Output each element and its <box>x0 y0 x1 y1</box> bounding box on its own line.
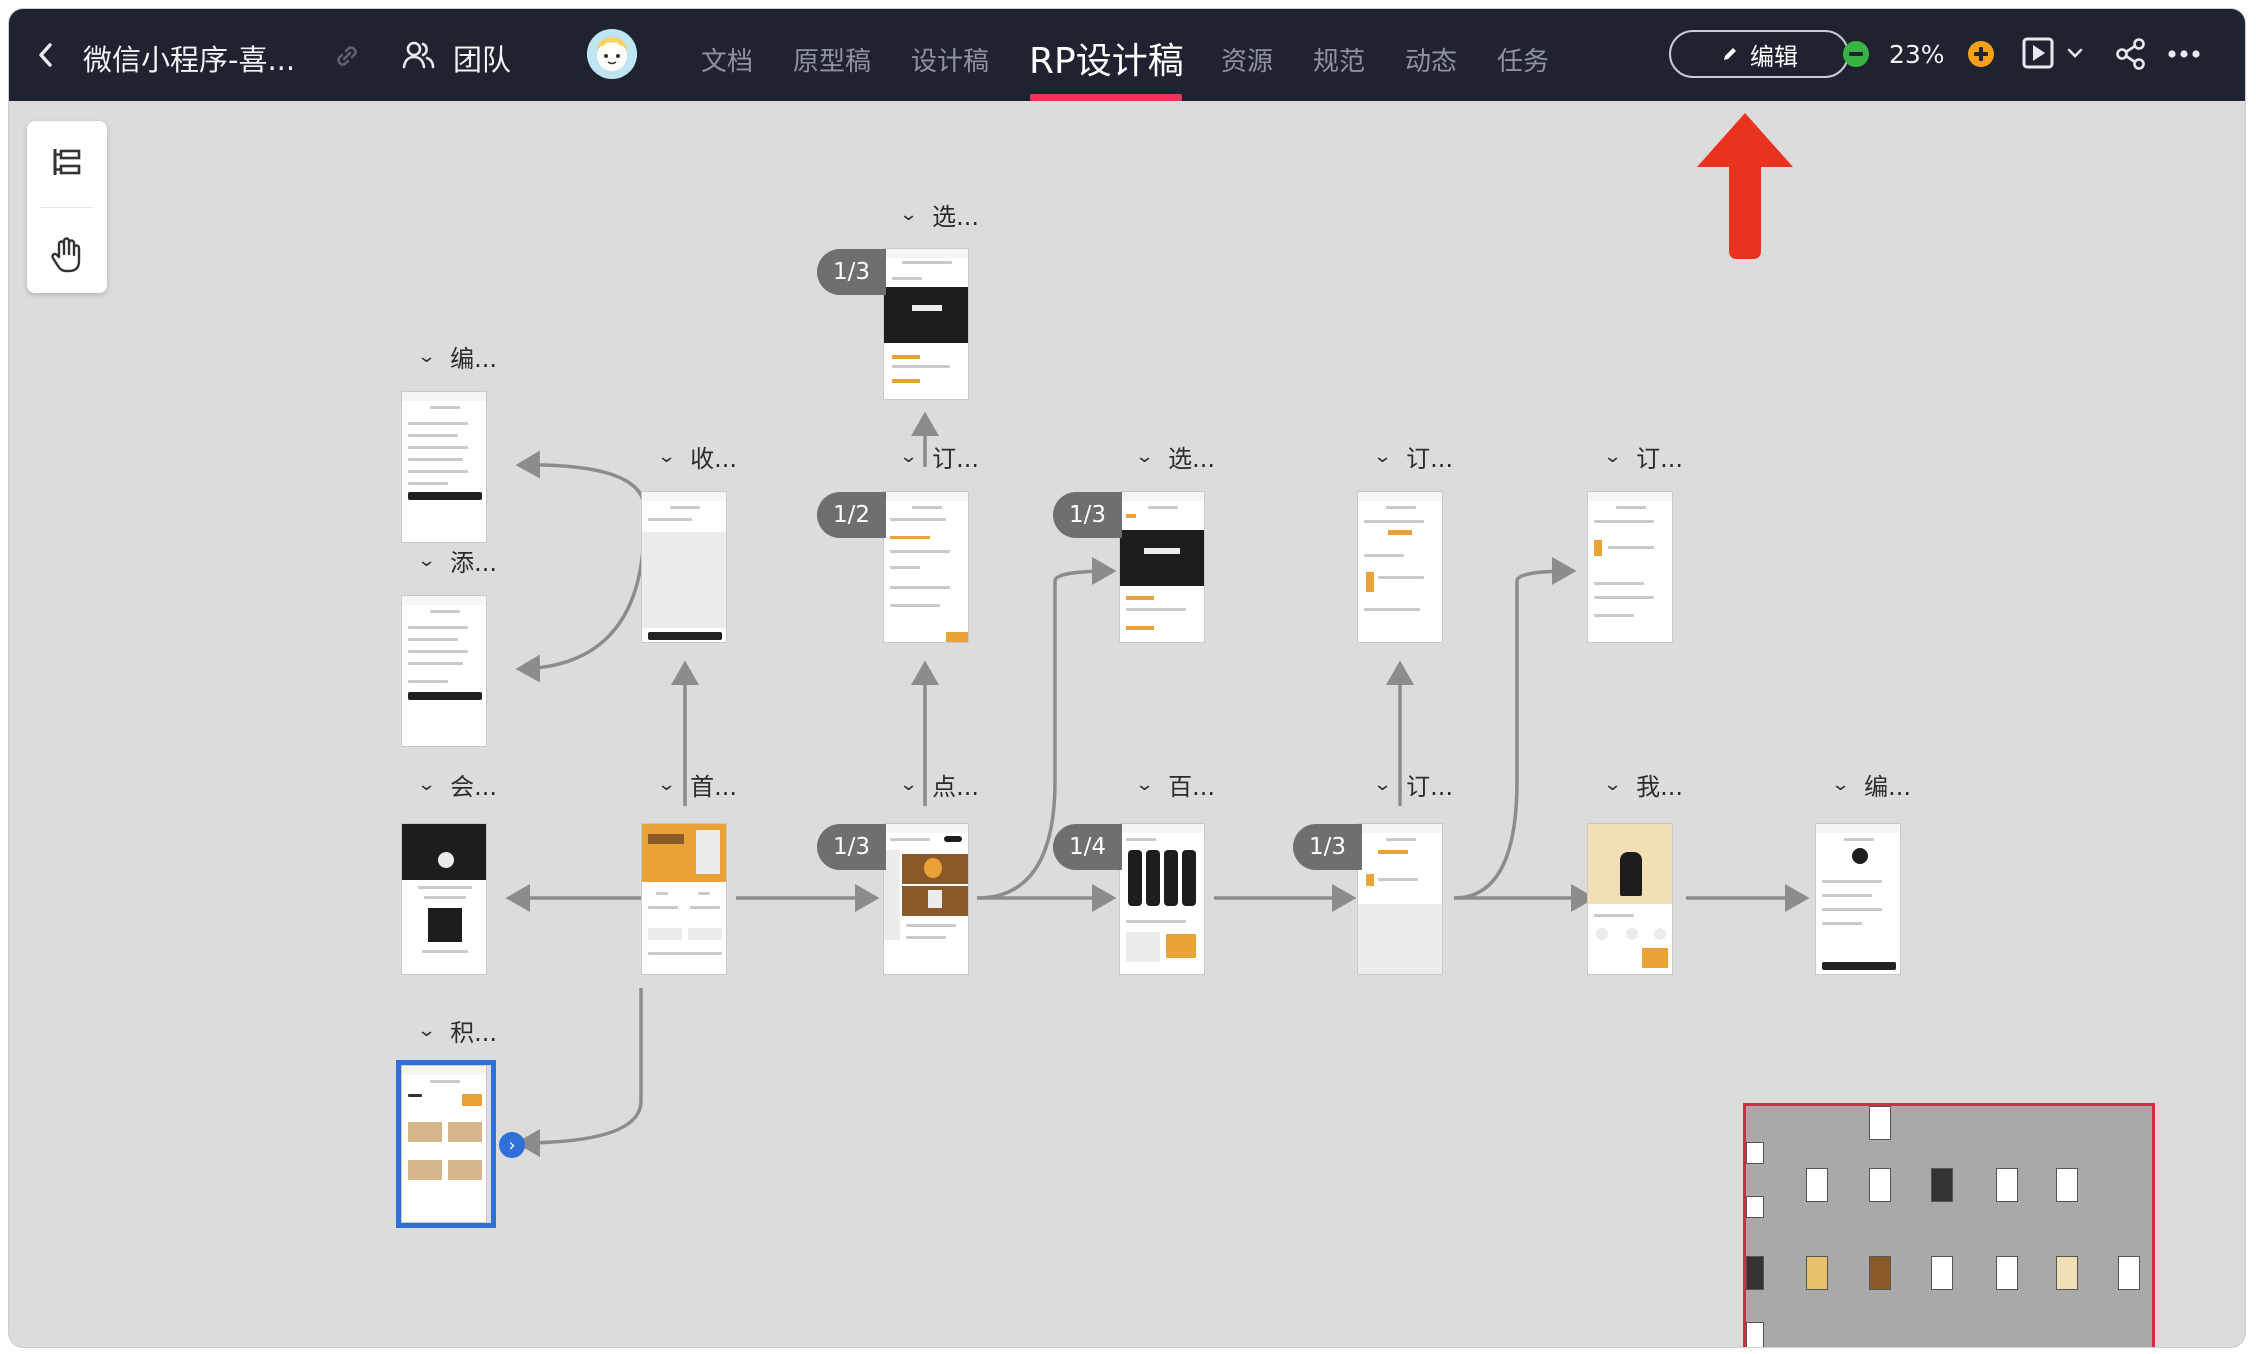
screen-thumbnail[interactable] <box>641 823 727 975</box>
screen-thumbnail[interactable] <box>883 491 969 643</box>
team-label[interactable]: 团队 <box>453 43 512 77</box>
screen-label[interactable]: ⌄会... <box>416 773 497 801</box>
plus-circle-icon[interactable] <box>1966 39 1996 69</box>
screen-label[interactable]: ⌄编... <box>416 345 497 373</box>
screen-label[interactable]: ⌄收... <box>656 445 737 473</box>
tab-design[interactable]: 设计稿 <box>911 47 990 77</box>
screen-thumbnail[interactable] <box>1587 823 1673 975</box>
link-icon[interactable] <box>332 41 362 71</box>
chevron-left-icon[interactable] <box>35 41 57 69</box>
page-badge: 1/3 <box>817 824 887 870</box>
screen-thumbnail[interactable] <box>883 823 969 975</box>
page-badge: 1/2 <box>817 492 887 538</box>
play-icon[interactable] <box>2021 36 2055 70</box>
avatar[interactable] <box>587 29 637 79</box>
hand-icon[interactable] <box>49 235 85 275</box>
selected-screen-frame <box>396 1060 496 1228</box>
app-window: 微信小程序-喜... 团队 文档 原型稿 设计稿 RP设计稿 资源 <box>9 9 2245 1347</box>
page-badge: 1/3 <box>1053 492 1123 538</box>
tab-prototype[interactable]: 原型稿 <box>793 47 872 77</box>
tab-resources[interactable]: 资源 <box>1221 47 1274 77</box>
zoom-level: 23% <box>1889 40 1945 69</box>
screen-thumbnail[interactable] <box>1357 823 1443 975</box>
screen-label[interactable]: ⌄订... <box>1372 773 1453 801</box>
screen-label[interactable]: ⌄编... <box>1830 773 1911 801</box>
screen-thumbnail[interactable] <box>401 595 487 747</box>
screen-label[interactable]: ⌄选... <box>1134 445 1215 473</box>
tab-docs[interactable]: 文档 <box>701 47 754 77</box>
chevron-down-icon[interactable] <box>2067 47 2083 59</box>
screen-thumbnail[interactable] <box>1357 491 1443 643</box>
screen-thumbnail[interactable] <box>883 248 969 400</box>
project-title[interactable]: 微信小程序-喜... <box>83 43 296 77</box>
annotation-arrow <box>1697 113 1793 259</box>
avatar-image <box>587 29 637 79</box>
team-icon[interactable] <box>401 39 437 71</box>
flow-canvas[interactable]: ⌄选... 1/3 ⌄编... ⌄添... ⌄ <box>9 101 2245 1347</box>
tab-tasks[interactable]: 任务 <box>1497 47 1550 77</box>
screen-thumbnail[interactable] <box>401 391 487 543</box>
screen-thumbnail[interactable] <box>401 823 487 975</box>
tab-rp-design[interactable]: RP设计稿 <box>1029 41 1184 82</box>
more-icon[interactable] <box>2167 49 2201 59</box>
screen-label[interactable]: ⌄订... <box>1602 445 1683 473</box>
screen-label[interactable]: ⌄点... <box>898 773 979 801</box>
screen-label[interactable]: ⌄订... <box>898 445 979 473</box>
screen-label[interactable]: ⌄订... <box>1372 445 1453 473</box>
chevron-right-icon[interactable]: › <box>499 1132 525 1158</box>
screen-label[interactable]: ⌄添... <box>416 549 497 577</box>
screen-label[interactable]: ⌄选... <box>898 203 979 231</box>
page-badge: 1/4 <box>1053 824 1123 870</box>
tab-activity[interactable]: 动态 <box>1405 47 1458 77</box>
screen-thumbnail[interactable] <box>1119 823 1205 975</box>
edit-button[interactable]: 编辑 <box>1669 30 1849 78</box>
tool-panel <box>27 121 107 293</box>
screen-label[interactable]: ⌄积... <box>416 1019 497 1047</box>
tool-divider <box>41 207 93 208</box>
screen-thumbnail[interactable] <box>1587 491 1673 643</box>
minimap[interactable] <box>1743 1103 2155 1347</box>
top-bar: 微信小程序-喜... 团队 文档 原型稿 设计稿 RP设计稿 资源 <box>9 9 2245 101</box>
edit-button-label: 编辑 <box>1750 42 1798 71</box>
tree-icon[interactable] <box>49 145 85 181</box>
screen-label[interactable]: ⌄我... <box>1602 773 1683 801</box>
page-badge: 1/3 <box>1293 824 1363 870</box>
tab-specs[interactable]: 规范 <box>1313 47 1366 77</box>
pencil-icon <box>1724 48 1736 60</box>
screen-thumbnail[interactable] <box>641 491 727 643</box>
flow-connectors <box>505 411 1810 1157</box>
share-icon[interactable] <box>2114 37 2148 71</box>
minus-circle-icon[interactable] <box>1841 39 1871 69</box>
page-badge: 1/3 <box>817 249 887 295</box>
screen-label[interactable]: ⌄首... <box>656 773 737 801</box>
active-tab-indicator <box>1030 94 1182 101</box>
screen-thumbnail[interactable] <box>1815 823 1901 975</box>
screen-thumbnail[interactable] <box>401 1065 487 1223</box>
screen-thumbnail[interactable] <box>1119 491 1205 643</box>
screen-label[interactable]: ⌄百... <box>1134 773 1215 801</box>
